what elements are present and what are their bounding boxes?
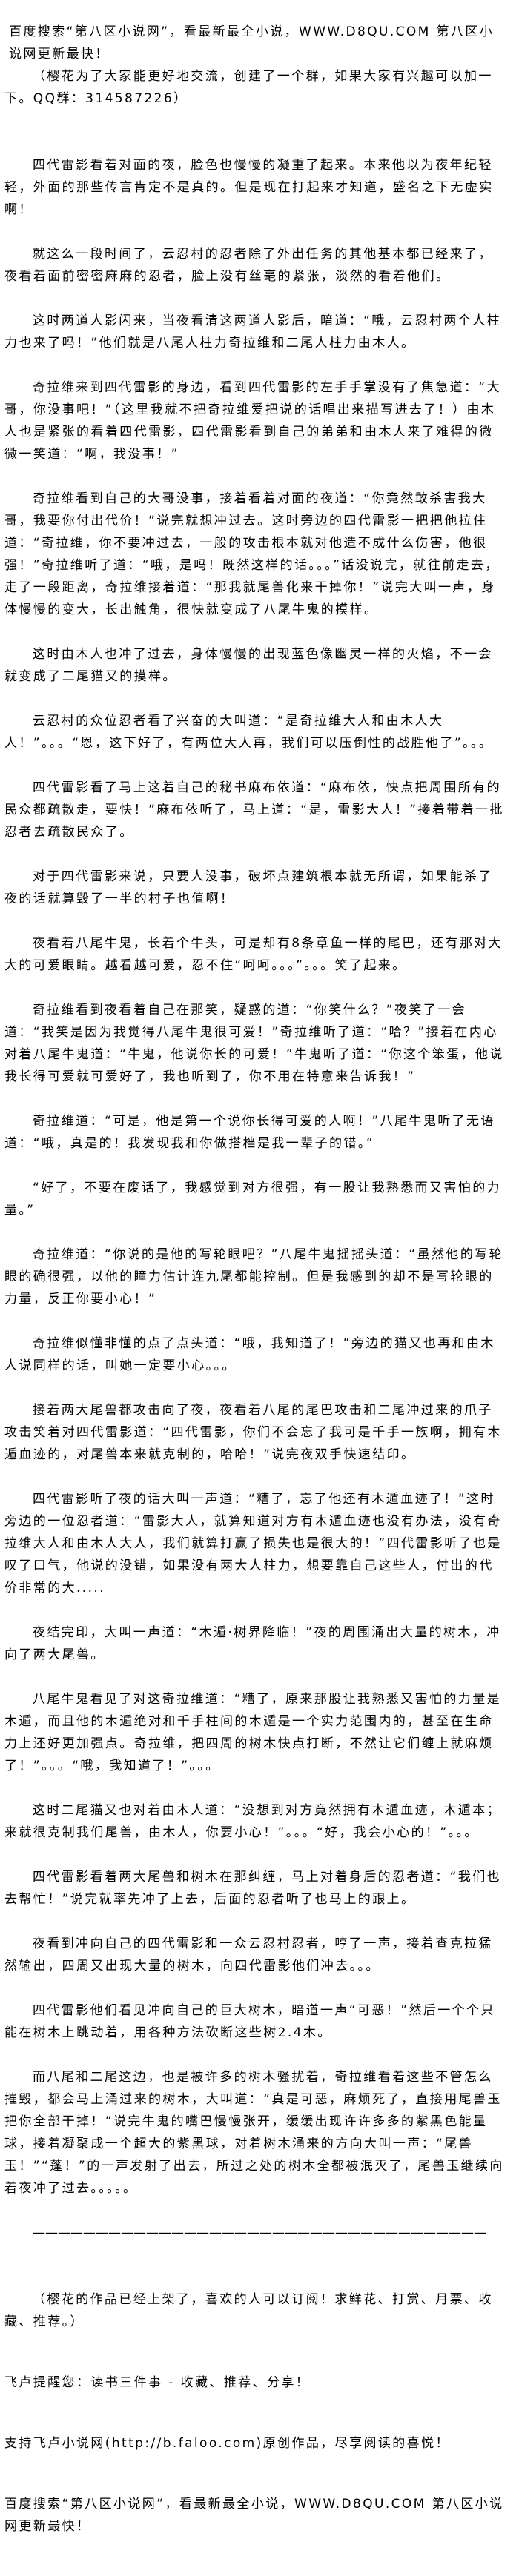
site-ad-header: 百度搜索“第八区小说网”，看最新最全小说，WWW.D8QU.COM 第八区小说网… <box>9 24 495 62</box>
paragraph: 奇拉维看到自己的大哥没事，接着看着对面的夜道：“你竟然敢杀害我大哥，我要你付出代… <box>4 491 500 617</box>
paragraph: 这时两道人影闪来，当夜看清这两道人影后，暗道：“哦，云忍村两个人柱力也来了吗！”… <box>4 313 502 351</box>
paragraph: 接着两大尾兽都攻击向了夜，夜看着八尾的尾巴攻击和二尾冲过来的爪子攻击笑着对四代雷… <box>4 1403 502 1462</box>
paragraph: 这时由木人也冲了过去，身体慢慢的出现蓝色像幽灵一样的火焰，不一会就变成了二尾猫又… <box>4 647 493 684</box>
paragraph: 这时二尾猫又也对着由木人道：“没想到对方竟然拥有木遁血迹，木遁本；来就很克制我们… <box>4 1803 502 1840</box>
author-note: （樱花的作品已经上架了，喜欢的人可以订阅！求鲜花、打赏、月票、收藏、推荐。） <box>4 2292 493 2329</box>
paragraph: 八尾牛鬼看见了对这奇拉维道：“糟了，原来那股让我熟悉又害怕的力量是木遁，而且他的… <box>4 1692 502 1773</box>
qq-group-note: （樱花为了大家能更好地交流，创建了一个群，如果大家有兴趣可以加一下。QQ群：31… <box>4 69 493 106</box>
chapter-page: 百度搜索“第八区小说网”，看最新最全小说，WWW.D8QU.COM 第八区小说网… <box>4 24 506 2534</box>
paragraph: 四代雷影看着对面的夜，脸色也慢慢的凝重了起来。本来他以为夜年纪轻轻，外面的那些传… <box>4 158 494 217</box>
paragraph: 夜看到冲向自己的四代雷影和一众云忍村忍者，哼了一声，接着查克拉猛然输出，四周又出… <box>4 1936 493 1974</box>
paragraph: 对于四代雷影来说，只要人没事，破坏点建筑根本就无所谓，如果能杀了夜的话就算毁了一… <box>4 869 493 906</box>
paragraph: 四代雷影听了夜的话大叫一声道：“糟了，忘了他还有木遁血迹了！”这时旁边的一位忍者… <box>4 1492 502 1596</box>
paragraph: 四代雷影他们看见冲向自己的巨大树木，暗道一声“可恶！”然后一个个只能在树木上跳动… <box>4 2003 495 2040</box>
paragraph: 奇拉维看到夜看着自己在那笑，疑惑的道：“你笑什么？”夜笑了一会道：“我笑是因为我… <box>4 1003 504 1084</box>
paragraph: 就这么一段时间了，云忍村的忍者除了外出任务的其他基本都已经来了，夜看着面前密密麻… <box>4 247 493 284</box>
paragraph: 奇拉维来到四代雷影的身边，看到四代雷影的左手手掌没有了焦急道：“大哥，你没事吧！… <box>4 380 502 462</box>
paragraph: 奇拉维似懂非懂的点了点头道：“哦，我知道了！”旁边的猫又也再和由木人说同样的话，… <box>4 1336 495 1373</box>
paragraph: 奇拉维道：“可是，他是第一个说你长得可爱的人啊！”八尾牛鬼听了无语道：“哦，真是… <box>4 1114 495 1151</box>
site-ad-footer: 百度搜索“第八区小说网”，看最新最全小说，WWW.D8QU.COM 第八区小说网… <box>4 2497 504 2534</box>
support-faloo-note: 支持飞卢小说网(http://b.faloo.com)原创作品，尽享阅读的喜悦！ <box>4 2436 450 2451</box>
paragraph: 奇拉维道：“你说的是他的写轮眼吧？”八尾牛鬼摇摇头道：“虽然他的写轮眼的确很强，… <box>4 1247 504 1307</box>
paragraph: 而八尾和二尾这边，也是被许多的树木骚扰着，奇拉维看着这些不管怎么摧毁，都会马上涌… <box>4 2070 504 2196</box>
paragraph: 四代雷影看着两大尾兽和树木在那纠缠，马上对着身后的忍者道：“我们也去帮忙！”说完… <box>4 1870 502 1907</box>
section-divider: ———————————————————————————————————— <box>33 2225 486 2240</box>
paragraph: 夜结完印，大叫一声道：“木遁·树界降临！”夜的周围涌出大量的树木，冲向了两大尾兽… <box>4 1625 501 1662</box>
chapter-body: 四代雷影看着对面的夜，脸色也慢慢的凝重了起来。本来他以为夜年纪轻轻，外面的那些传… <box>4 154 506 2200</box>
paragraph: 四代雷影看了马上这着自己的秘书麻布依道：“麻布依，快点把周围所有的民众都疏散走，… <box>4 780 504 840</box>
paragraph: 夜看着八尾牛鬼，长着个牛头，可是却有8条章鱼一样的尾巴，还有那对大大的可爱眼睛。… <box>4 936 503 973</box>
reading-reminder: 飞卢提醒您：读书三件事 - 收藏、推荐、分享！ <box>4 2375 311 2390</box>
paragraph: “好了，不要在废话了，我感觉到对方很强，有一股让我熟悉而又害怕的力量。” <box>4 1181 502 1218</box>
paragraph: 云忍村的众位忍者看了兴奋的大叫道：“是奇拉维大人和由木人大人！”。。。“恩，这下… <box>4 714 494 751</box>
